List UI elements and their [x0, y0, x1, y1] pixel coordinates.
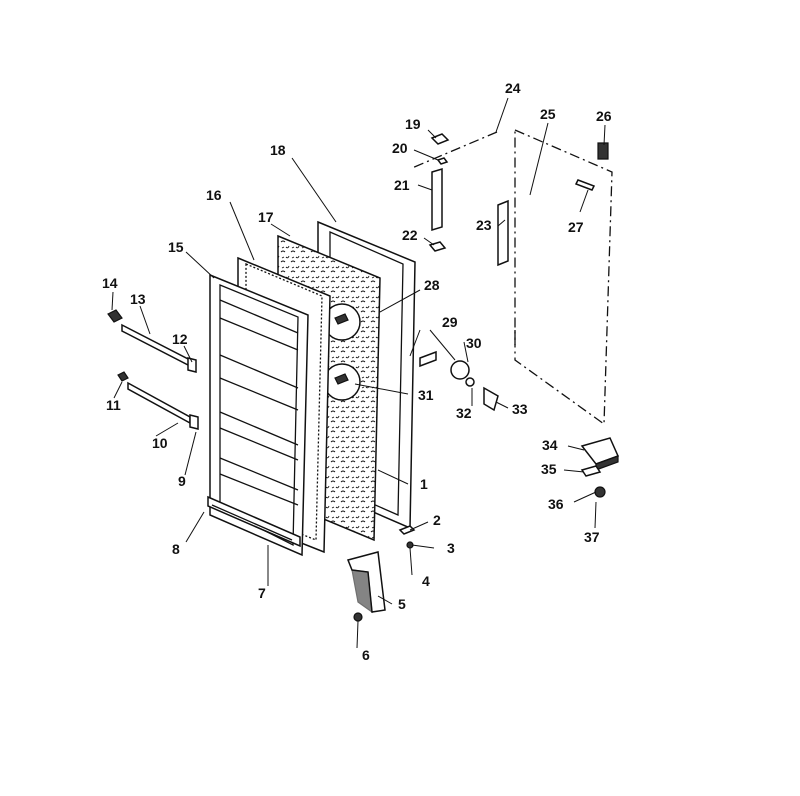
part-label-6: 6 [362, 647, 370, 663]
part-label-8: 8 [172, 541, 180, 557]
bracket-screw [353, 612, 363, 649]
part-label-16: 16 [206, 187, 222, 203]
part-label-37: 37 [584, 529, 600, 545]
part-label-25: 25 [540, 106, 556, 122]
lower-hinge-group [580, 437, 620, 529]
part-label-24: 24 [505, 80, 521, 96]
part-label-5: 5 [398, 596, 406, 612]
part-label-26: 26 [596, 108, 612, 124]
leader-lines [111, 97, 606, 605]
part-label-27: 27 [568, 219, 584, 235]
part-label-30: 30 [466, 335, 482, 351]
upper-handle-group [428, 133, 509, 267]
bottom-bracket [346, 551, 386, 614]
part-label-19: 19 [405, 116, 421, 132]
part-label-1: 1 [420, 476, 428, 492]
part-label-20: 20 [392, 140, 408, 156]
part-label-4: 4 [422, 573, 430, 589]
part-label-17: 17 [258, 209, 274, 225]
part-label-12: 12 [172, 331, 188, 347]
shelf-rail-lower [117, 371, 199, 430]
cabinet-outline [411, 129, 613, 426]
part-label-10: 10 [152, 435, 168, 451]
part-label-9: 9 [178, 473, 186, 489]
part-label-22: 22 [402, 227, 418, 243]
shelf-rail-upper [107, 309, 197, 373]
part-label-32: 32 [456, 405, 472, 421]
bottom-trim-strip [207, 495, 301, 548]
inner-door-panel [209, 273, 309, 557]
part-label-36: 36 [548, 496, 564, 512]
part-label-7: 7 [258, 585, 266, 601]
part-label-29: 29 [442, 314, 458, 330]
part-label-33: 33 [512, 401, 528, 417]
part-label-34: 34 [542, 437, 558, 453]
top-hinge-parts [574, 142, 609, 191]
part-label-15: 15 [168, 239, 184, 255]
part-label-2: 2 [433, 512, 441, 528]
part-label-28: 28 [424, 277, 440, 293]
part-label-23: 23 [476, 217, 492, 233]
lock-assembly [419, 350, 499, 412]
part-label-31: 31 [418, 387, 434, 403]
part-label-14: 14 [102, 275, 118, 291]
hinge-pin-group [398, 525, 416, 576]
part-label-13: 13 [130, 291, 146, 307]
part-label-11: 11 [106, 397, 121, 413]
part-label-3: 3 [447, 540, 455, 556]
part-label-35: 35 [541, 461, 557, 477]
part-label-21: 21 [394, 177, 410, 193]
part-label-18: 18 [270, 142, 286, 158]
